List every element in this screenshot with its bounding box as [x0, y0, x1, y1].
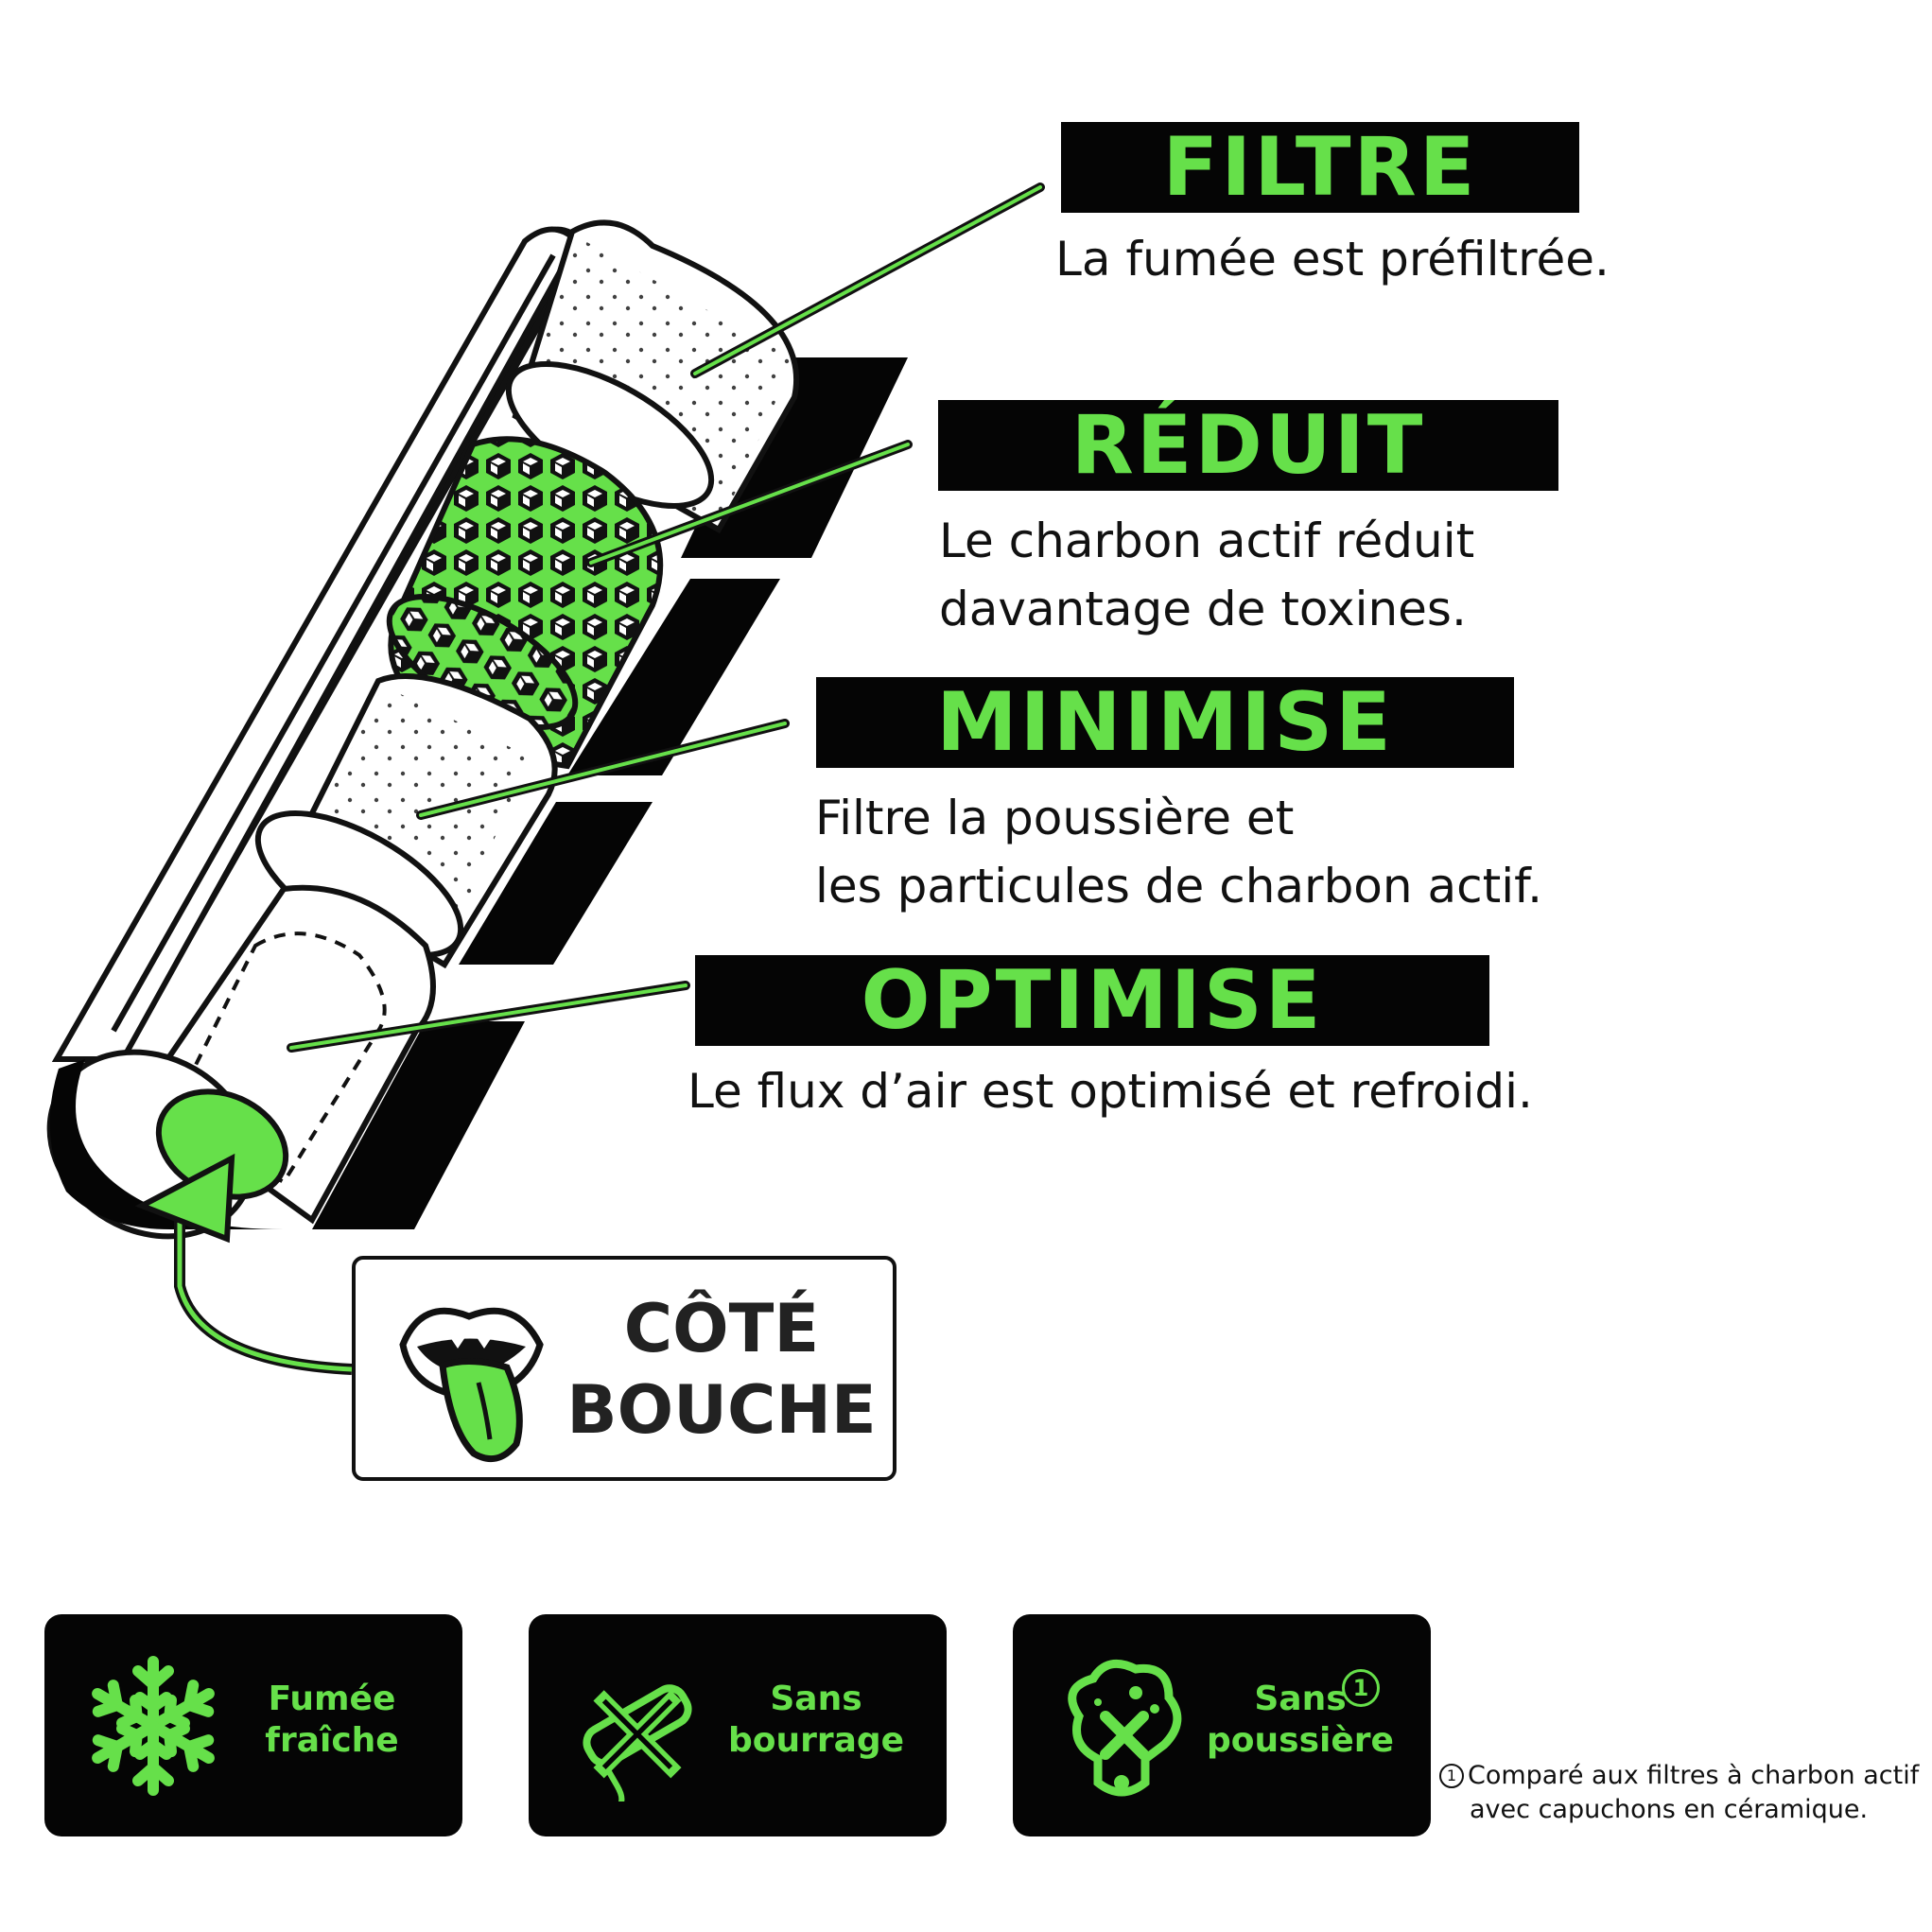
feature-label: Fumée fraîche	[228, 1679, 436, 1762]
heading-reduit: RÉDUIT	[938, 400, 1558, 491]
feature-line1: Sans	[770, 1680, 862, 1718]
footnote-line1: Comparé aux filtres à charbon actif	[1468, 1761, 1920, 1790]
desc-line: Le charbon actif réduit	[939, 513, 1475, 568]
feature-card-no-tamping: Sans bourrage	[529, 1614, 947, 1836]
desc-line: les particules de charbon actif.	[815, 859, 1542, 914]
feature-card-no-dust: 1 Sans poussière	[1013, 1614, 1431, 1836]
description-reduit: Le charbon actif réduit davantage de tox…	[939, 507, 1474, 643]
desc-line: La fumée est préfiltrée.	[1055, 232, 1610, 287]
feature-card-fresh-smoke: Fumée fraîche	[44, 1614, 462, 1836]
mouth-side-box: CÔTÉ BOUCHE	[352, 1256, 896, 1481]
feature-line1: Fumée	[268, 1680, 396, 1718]
desc-line: Le flux d’air est optimisé et refroidi.	[688, 1064, 1533, 1119]
description-optimise: Le flux d’air est optimisé et refroidi.	[688, 1057, 1533, 1125]
description-minimise: Filtre la poussière et les particules de…	[815, 784, 1542, 920]
mouth-side-line2: BOUCHE	[566, 1371, 877, 1449]
feature-line2: fraîche	[265, 1721, 399, 1760]
no-dust-icon	[1068, 1659, 1182, 1797]
mouth-tongue-icon	[399, 1307, 544, 1463]
feature-label: Sans poussière	[1196, 1679, 1404, 1762]
snowflake-icon	[82, 1656, 224, 1801]
mouth-side-line1: CÔTÉ	[623, 1290, 820, 1367]
feature-line2: poussière	[1207, 1721, 1394, 1760]
footnote-mark: 1	[1439, 1764, 1464, 1788]
heading-filtre: FILTRE	[1061, 122, 1579, 213]
no-tamping-icon	[583, 1684, 692, 1801]
desc-line: davantage de toxines.	[939, 582, 1467, 636]
feature-line1: Sans	[1254, 1680, 1347, 1718]
footnote-line2: avec capuchons en céramique.	[1470, 1795, 1869, 1824]
feature-line2: bourrage	[727, 1721, 905, 1760]
feature-label: Sans bourrage	[712, 1679, 920, 1762]
desc-line: Filtre la poussière et	[815, 791, 1295, 845]
description-filtre: La fumée est préfiltrée.	[1055, 225, 1610, 293]
heading-optimise: OPTIMISE	[695, 955, 1489, 1046]
mouth-side-label: CÔTÉ BOUCHE	[566, 1288, 878, 1451]
footnote-marker: 1	[1342, 1669, 1380, 1707]
heading-minimise: MINIMISE	[816, 677, 1514, 768]
